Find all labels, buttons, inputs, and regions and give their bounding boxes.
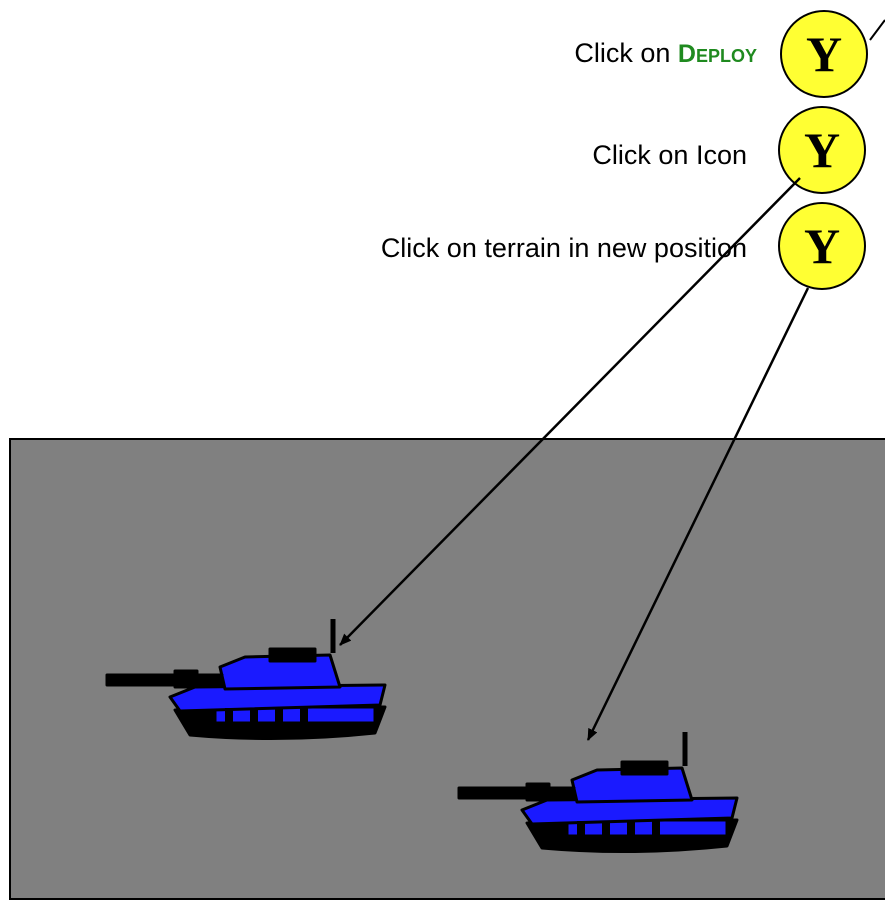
step-1-badge[interactable]: Y — [780, 10, 868, 98]
arrow-deploy-tail — [869, 19, 885, 41]
step-3-badge[interactable]: Y — [778, 202, 866, 290]
deploy-keyword: Deploy — [677, 40, 757, 68]
step-2-badge[interactable]: Y — [778, 106, 866, 194]
step-3-label: Click on terrain in new position — [380, 233, 747, 263]
step-1-label: Click on Deploy — [574, 38, 757, 69]
tank-icon-original[interactable] — [105, 615, 390, 745]
tank-icon-new-position[interactable] — [457, 728, 742, 858]
step-1-prefix: Click on — [574, 38, 678, 68]
step-2-label: Click on Icon — [592, 140, 747, 170]
